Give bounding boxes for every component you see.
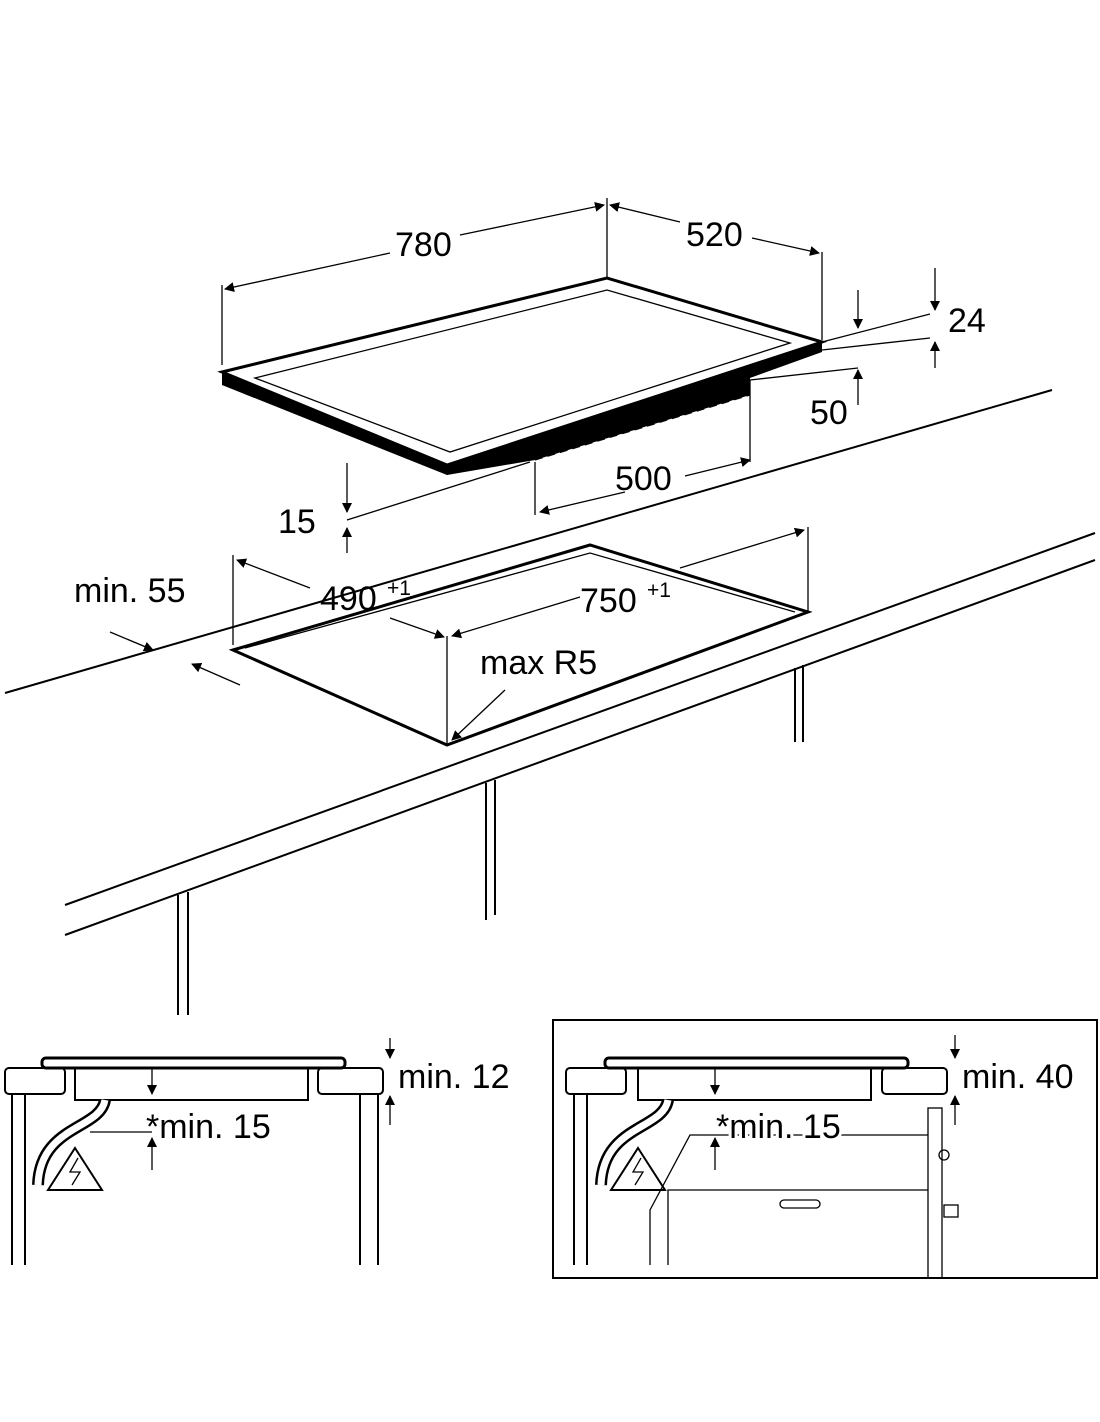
dim-depth-label: 520 <box>686 216 743 254</box>
worktop-drawing <box>4 389 1096 1015</box>
dim-unit-width-label: 500 <box>615 460 672 498</box>
dim-thickness-label: 24 <box>948 302 986 340</box>
dim-unit-height-label: 50 <box>810 394 848 432</box>
electrical-warning-icon <box>46 1146 104 1191</box>
section-right-drawing <box>552 1019 1098 1279</box>
section-left-min-top-label: min. 12 <box>398 1058 510 1096</box>
hob-dimensions <box>221 198 940 553</box>
section-right-min-below-label: *min. 15 <box>716 1108 841 1146</box>
min-front-distance-label: min. 55 <box>74 572 186 610</box>
cutout-width-label: 750 <box>580 582 637 620</box>
cutout-depth-label: 490 <box>320 580 377 618</box>
cutout-dimensions <box>109 527 809 745</box>
dim-gap-label: 15 <box>278 503 316 541</box>
section-right-min-top-label: min. 40 <box>962 1058 1074 1096</box>
dim-width-label: 780 <box>395 226 452 264</box>
hob-drawing <box>217 276 828 475</box>
cutout-depth-tolerance: +1 <box>387 577 411 600</box>
electrical-warning-icon-2 <box>609 1146 667 1191</box>
max-radius-label: max R5 <box>480 644 597 682</box>
section-left-drawing <box>4 1038 395 1265</box>
section-left-min-below-label: *min. 15 <box>146 1108 271 1146</box>
cutout-width-tolerance: +1 <box>647 579 671 602</box>
